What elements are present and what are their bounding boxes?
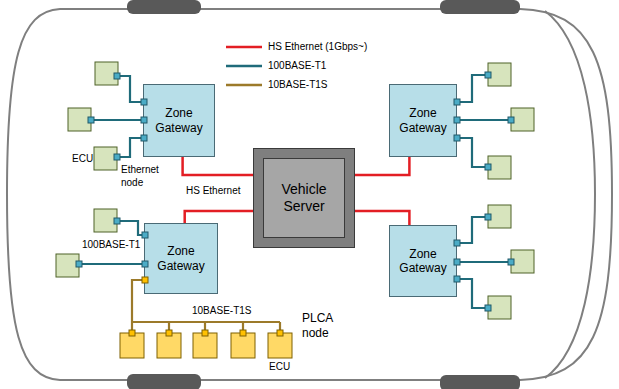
t1-wire [457, 279, 488, 308]
t1-wire [91, 119, 144, 121]
gateway-box: Zone Gateway [389, 225, 457, 297]
car-rear-line [545, 11, 595, 378]
legend-line [226, 84, 262, 87]
port [508, 259, 514, 265]
t1-wire [457, 217, 488, 243]
legend-text: HS Ethernet (1Gbps~) [268, 41, 367, 54]
plca-box [120, 333, 144, 358]
t1-wire [457, 261, 511, 263]
plca-boxes [120, 333, 292, 358]
port [202, 330, 208, 336]
port [129, 330, 135, 336]
hs-ethernet-link [355, 157, 409, 175]
port [114, 73, 120, 79]
annotation-label: PLCA node [302, 311, 344, 341]
legend-line [226, 46, 262, 49]
hs-ethernet-link [183, 157, 253, 175]
port [454, 240, 460, 246]
t1-wire [79, 263, 145, 265]
legend-text: 100BASE-T1 [268, 60, 326, 73]
wheel [440, 375, 520, 389]
node-text: Zone Gateway [394, 106, 452, 135]
car-body [7, 9, 612, 380]
port [485, 214, 491, 220]
port [454, 117, 460, 123]
port [454, 259, 460, 265]
port [240, 330, 246, 336]
t1-wires [79, 75, 511, 308]
node-text: Vehicle Server [267, 181, 341, 215]
annotation-label: Ethernet node [121, 164, 167, 189]
plca-box [193, 333, 217, 358]
annotation-label: 100BASE-T1 [82, 239, 140, 252]
port [88, 117, 94, 123]
node-text: Zone Gateway [149, 244, 213, 273]
t1-wire [457, 138, 488, 167]
port [454, 276, 460, 282]
port [76, 261, 82, 267]
port [141, 117, 147, 123]
gateway-box: Zone Gateway [144, 223, 218, 294]
t1-wire [457, 119, 511, 121]
port [141, 135, 147, 141]
legend-line [226, 65, 262, 68]
wheel [440, 0, 520, 14]
port [141, 99, 147, 105]
port [142, 232, 148, 238]
port [166, 330, 172, 336]
port [277, 330, 283, 336]
plca-box [231, 333, 255, 358]
server-inner-panel: Vehicle Server [263, 158, 345, 238]
port [142, 277, 148, 283]
gateway-box: Zone Gateway [143, 84, 215, 157]
annotation-label: ECU [269, 361, 290, 374]
port [508, 117, 514, 123]
port [454, 99, 460, 105]
port [114, 154, 120, 160]
hs-ethernet-link [185, 211, 253, 223]
t1-wire [117, 221, 145, 235]
plca-ports [129, 330, 283, 336]
hs-ethernet-link [355, 211, 409, 225]
port [485, 305, 491, 311]
node-text: Zone Gateway [394, 247, 452, 276]
annotation-label: 10BASE-T1S [192, 305, 251, 318]
port [114, 218, 120, 224]
t1-wire [117, 76, 144, 102]
port [485, 164, 491, 170]
annotation-label: ECU [72, 153, 93, 166]
wheel [127, 0, 201, 14]
gateway-box: Zone Gateway [389, 84, 457, 157]
annotation-label: HS Ethernet [186, 185, 240, 198]
wheel [127, 374, 201, 389]
port [454, 135, 460, 141]
server-box: Vehicle Server [253, 148, 355, 248]
legend-text: 10BASE-T1S [268, 79, 327, 92]
plca-box [157, 333, 181, 358]
ecu-boxes [56, 62, 534, 319]
node-text: Zone Gateway [148, 106, 210, 135]
t1-wire [117, 138, 144, 157]
t1-wire [457, 75, 488, 102]
ecu-ports [76, 72, 514, 311]
plca-box [268, 333, 292, 358]
port [142, 261, 148, 267]
port [485, 72, 491, 78]
